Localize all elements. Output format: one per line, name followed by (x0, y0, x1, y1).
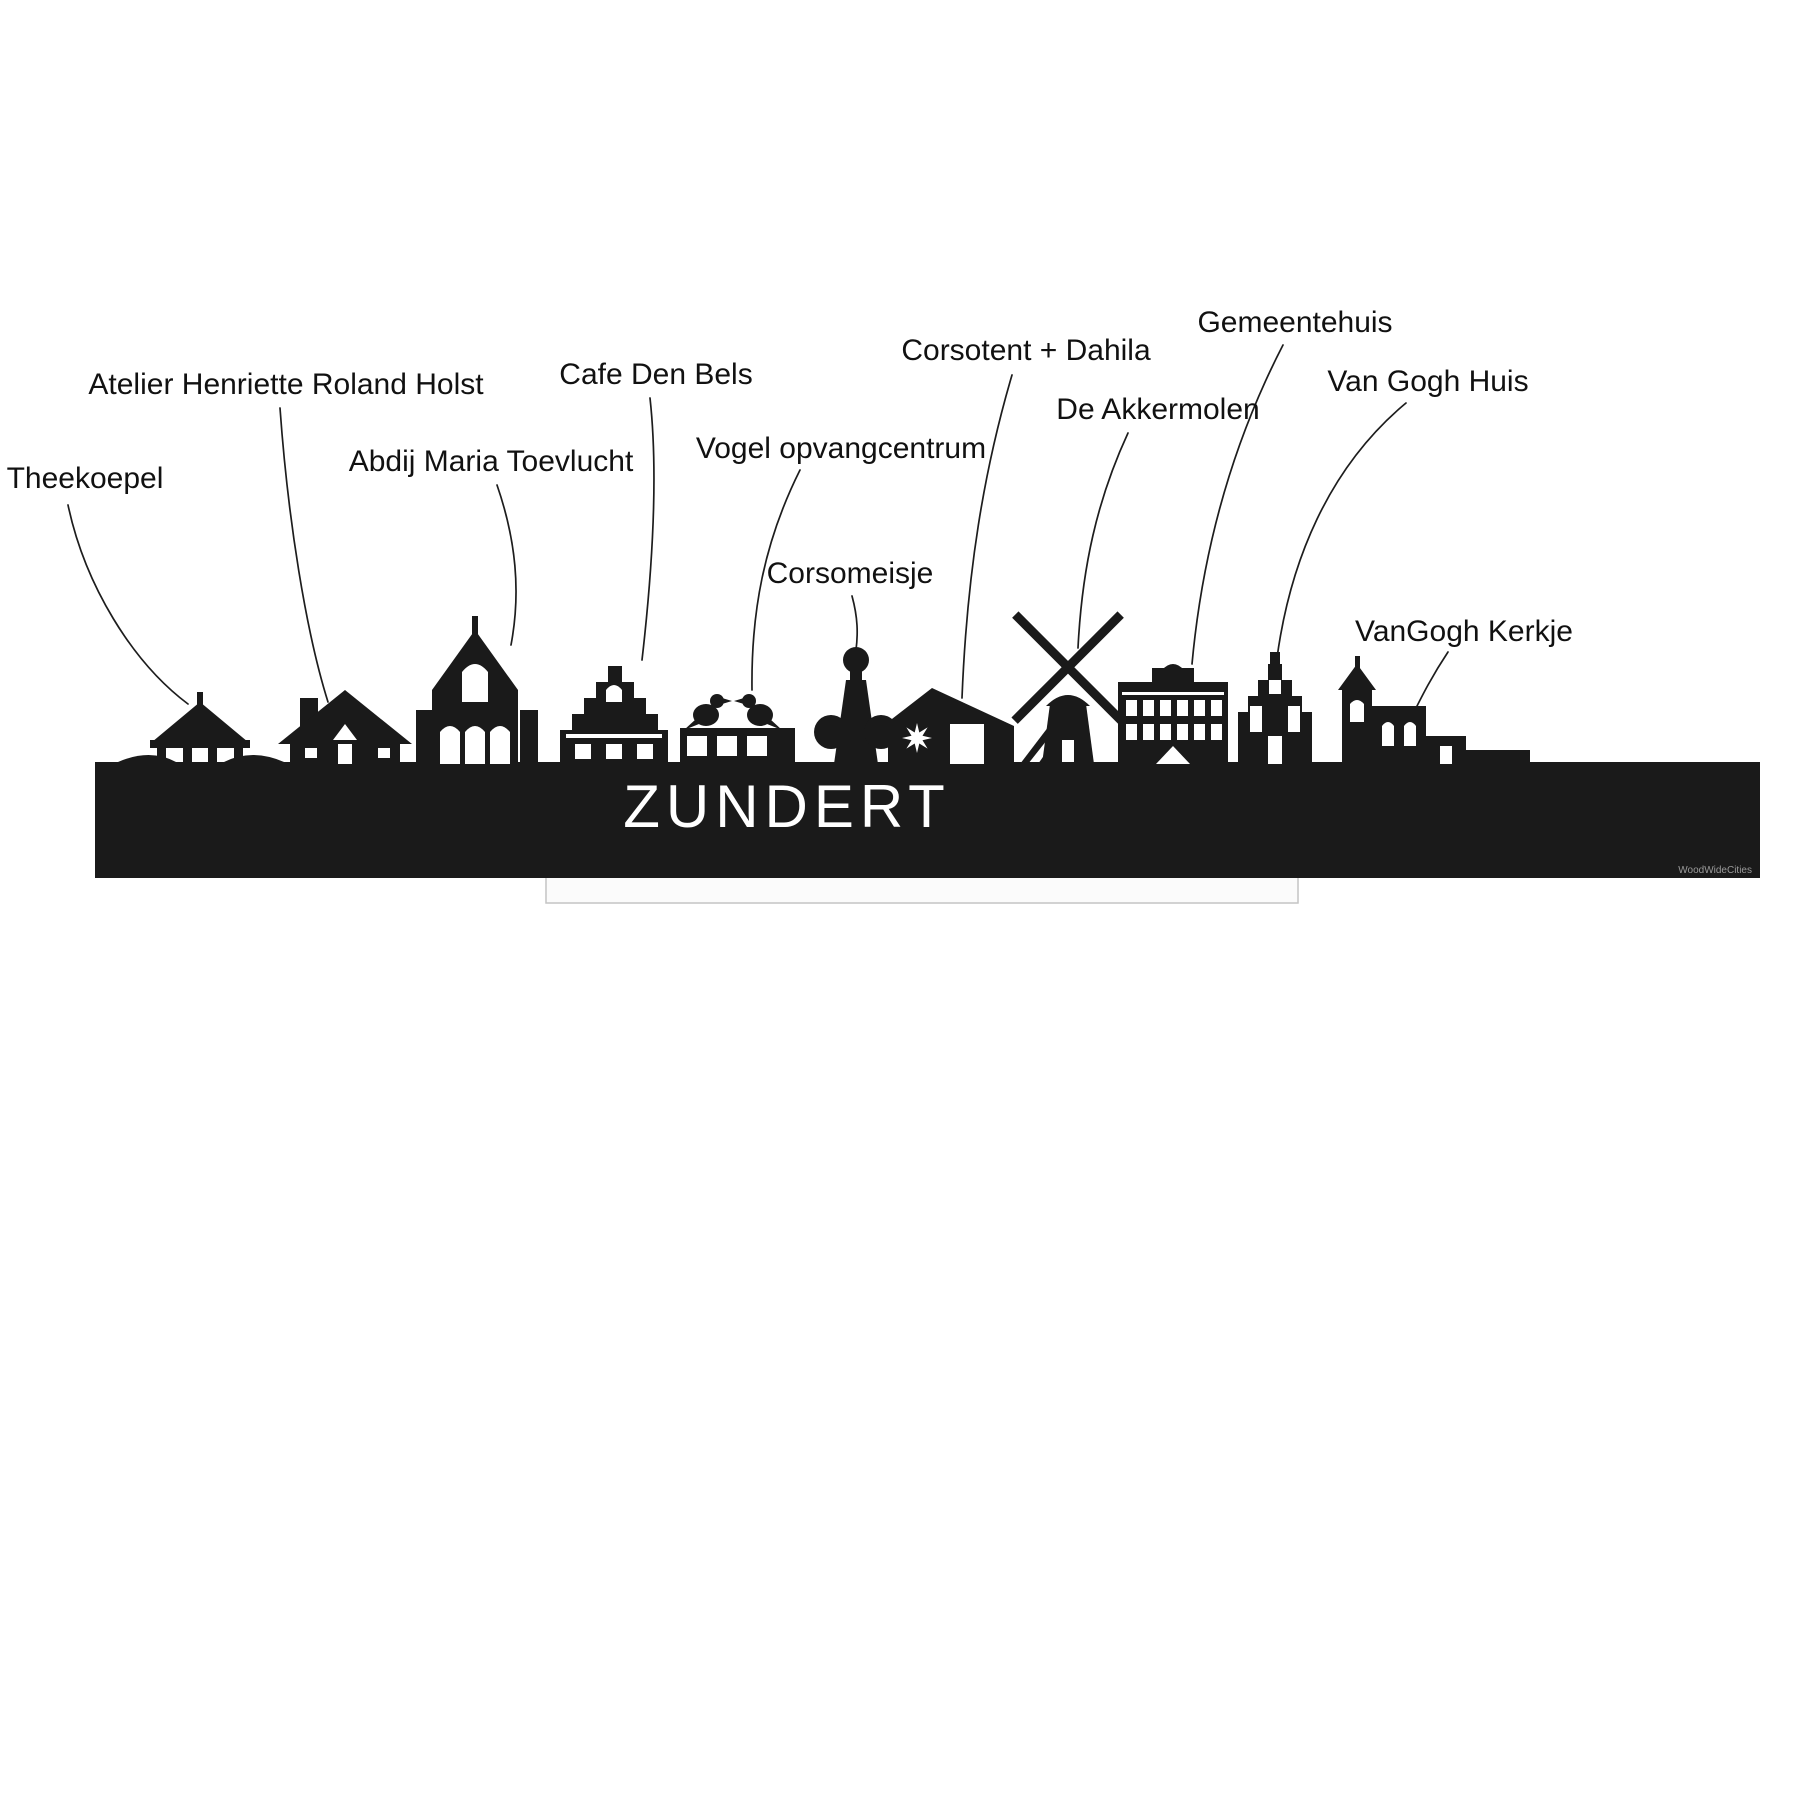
leader-line-vogel (751, 469, 801, 691)
leader-line-gemeentehuis (1191, 344, 1284, 665)
atelier-silhouette (278, 690, 412, 764)
label-abdij: Abdij Maria Toevlucht (349, 445, 634, 478)
vogel-opvangcentrum-silhouette (680, 694, 795, 764)
label-vogel: Vogel opvangcentrum (696, 432, 986, 465)
vangogh-kerkje-silhouette (1338, 656, 1530, 764)
cafe-den-bels-silhouette (560, 666, 668, 764)
watermark: WoodWideCities (1678, 865, 1752, 876)
leader-line-akkermolen (1077, 432, 1129, 649)
leader-lines (67, 344, 1449, 713)
label-vangogh-kerkje: VanGogh Kerkje (1355, 615, 1573, 648)
label-theekoepel: Theekoepel (7, 462, 164, 495)
label-cafe-den-bels: Cafe Den Bels (559, 358, 752, 391)
label-gemeentehuis: Gemeentehuis (1197, 306, 1392, 339)
skyline-silhouette: ZUNDERT WoodWideCities (95, 611, 1760, 878)
skyline-title: ZUNDERT (623, 773, 951, 840)
leader-line-vangogh-kerkje (1413, 651, 1449, 713)
leader-line-van-gogh-huis (1276, 402, 1407, 659)
corsomeisje-silhouette (814, 647, 898, 764)
label-atelier: Atelier Henriette Roland Holst (88, 368, 484, 401)
akkermolen-silhouette (1011, 611, 1125, 764)
label-corsomeisje: Corsomeisje (767, 557, 934, 590)
leader-line-abdij (496, 484, 517, 646)
label-akkermolen: De Akkermolen (1056, 393, 1259, 426)
leader-line-theekoepel (67, 504, 189, 705)
label-van-gogh-huis: Van Gogh Huis (1327, 365, 1528, 398)
leader-line-atelier (279, 407, 329, 703)
label-corsotent: Corsotent + Dahila (901, 334, 1151, 367)
van-gogh-huis-silhouette (1238, 652, 1312, 764)
skyline-base-band (95, 762, 1760, 878)
stand-base-plate (545, 875, 1299, 904)
leader-line-cafe-den-bels (641, 397, 655, 661)
leader-line-corsotent (961, 374, 1013, 699)
dahlia-flower (902, 723, 932, 753)
leader-line-corsomeisje (851, 595, 859, 651)
stand (545, 875, 1299, 904)
landmark-labels: Theekoepel Atelier Henriette Roland Hols… (7, 306, 1573, 648)
silhouette-cutouts (305, 664, 1452, 764)
theekoepel-silhouette (118, 692, 284, 764)
